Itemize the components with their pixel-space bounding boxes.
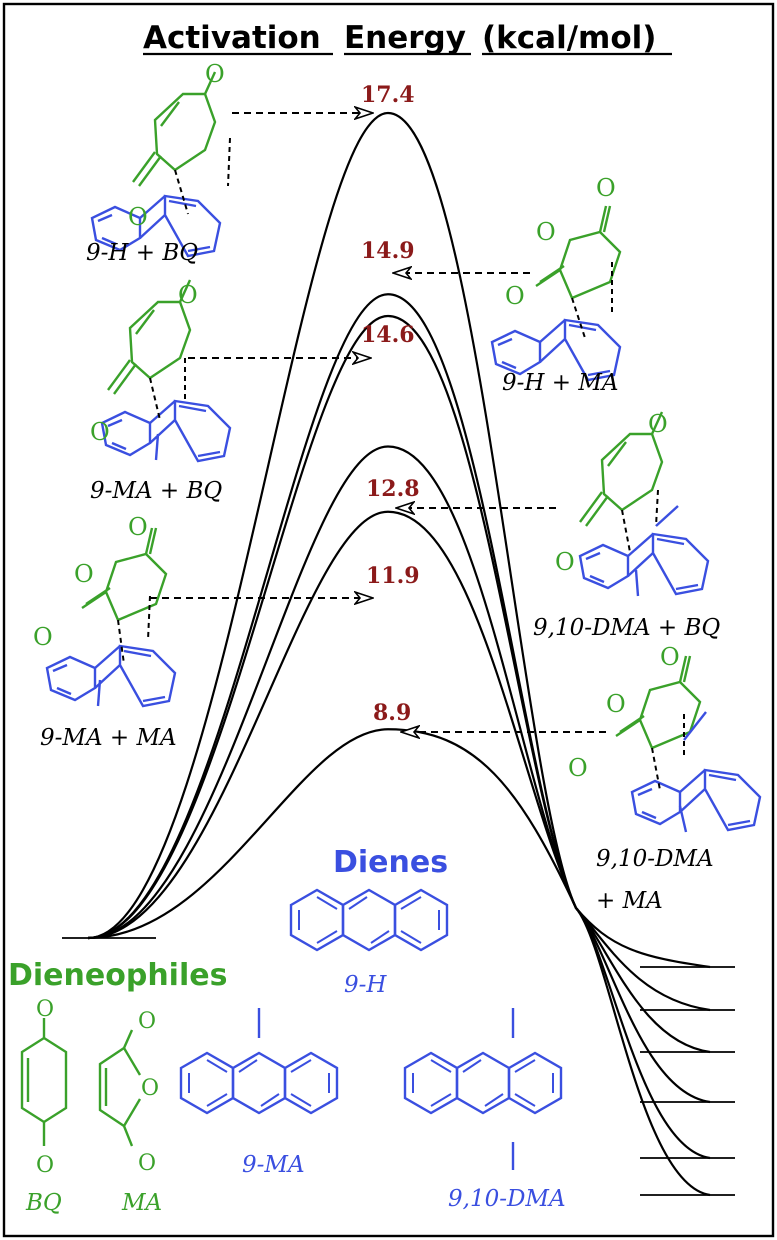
oxygen-atom: O <box>536 218 556 246</box>
oxygen-atom: O <box>660 643 680 671</box>
energy-curve-9-10-dma-ma <box>87 728 711 969</box>
energy-curve-9-h-bq <box>87 111 711 1197</box>
diene-label-9h: 9-H <box>344 972 387 998</box>
oxygen-atom: O <box>178 281 198 309</box>
structure-label-9ma-ma: 9-MA + MA <box>40 725 177 751</box>
structure-9ma-bq: O O 9-MA + BQ <box>90 278 232 504</box>
oxygen-atom: O <box>128 203 148 231</box>
dienophile-label-bq: BQ <box>25 1190 62 1216</box>
energy-curve-9-h-ma <box>87 293 711 1160</box>
energy-label-9ma-bq: 14.6 <box>361 322 415 348</box>
energy-label-9h-bq: 17.4 <box>361 82 415 108</box>
dienophiles-legend: Dieneophiles O O BQ O O O MA <box>8 958 227 1216</box>
energy-curve-9-10-dma-bq <box>87 445 711 1054</box>
oxygen-atom: O <box>555 548 575 576</box>
oxygen-atom: O <box>648 410 668 438</box>
anthracene-9ma <box>179 1051 339 1115</box>
oxygen-atom: O <box>36 997 54 1022</box>
dienes-legend: Dienes 9-H 9-MA 9,10-DMA <box>179 845 566 1212</box>
structure-dma-bq: O O 9,10-DMA + BQ <box>533 410 720 641</box>
oxygen-atom: O <box>606 690 626 718</box>
structure-9h-ma: O O O 9-H + MA <box>490 174 622 396</box>
structure-9ma-ma: O O O 9-MA + MA <box>33 513 177 751</box>
dienophiles-title: Dieneophiles <box>8 958 227 993</box>
energy-curve-9-ma-ma <box>87 510 711 1012</box>
ma-structure <box>98 1029 142 1147</box>
energy-label-dma-bq: 12.8 <box>366 476 420 502</box>
oxygen-atom: O <box>138 1151 156 1176</box>
anthracene-910dma <box>403 1051 563 1115</box>
structure-label-dma-bq: 9,10-DMA + BQ <box>533 615 720 641</box>
oxygen-atom: O <box>568 754 588 782</box>
oxygen-atom: O <box>128 513 148 541</box>
oxygen-atom: O <box>138 1009 156 1034</box>
oxygen-atom: O <box>33 623 53 651</box>
baselines <box>62 937 735 1196</box>
structure-9h-bq: O O 9-H + BQ <box>86 60 231 266</box>
structure-label-9ma-bq: 9-MA + BQ <box>90 478 222 504</box>
energy-label-dma-ma: 8.9 <box>373 700 411 726</box>
dashed-arrows <box>150 113 606 732</box>
title-units: (kcal/mol) <box>482 20 656 56</box>
dienes-title: Dienes <box>333 845 448 880</box>
structure-label-dma-ma-2: + MA <box>596 888 663 914</box>
oxygen-atom: O <box>205 60 225 88</box>
oxygen-atom: O <box>90 418 110 446</box>
energy-curves <box>87 111 711 1197</box>
diene-label-910dma: 9,10-DMA <box>448 1186 566 1212</box>
oxygen-atom: O <box>74 560 94 588</box>
oxygen-atom: O <box>596 174 616 202</box>
structure-label-9h-bq: 9-H + BQ <box>86 240 198 266</box>
title-energy: Energy <box>344 20 466 56</box>
energy-label-9h-ma: 14.9 <box>361 238 415 264</box>
bq-structure <box>20 1018 68 1146</box>
structure-dma-ma: O O O 9,10-DMA + MA <box>568 643 762 914</box>
diene-label-9ma: 9-MA <box>242 1152 305 1178</box>
oxygen-atom: O <box>505 282 525 310</box>
dienophile-label-ma: MA <box>121 1190 162 1216</box>
diagram-title: Activation Energy (kcal/mol) <box>143 20 672 56</box>
structure-label-9h-ma: 9-H + MA <box>502 370 619 396</box>
title-activation: Activation <box>143 20 321 56</box>
energy-curve-9-ma-bq <box>87 314 711 1104</box>
energy-label-9ma-ma: 11.9 <box>366 563 420 589</box>
energy-labels: 17.4 14.9 14.6 12.8 11.9 8.9 <box>361 82 420 726</box>
structure-label-dma-ma-1: 9,10-DMA <box>596 846 714 872</box>
anthracene-9h <box>289 888 449 952</box>
oxygen-atom: O <box>36 1153 54 1178</box>
oxygen-atom: O <box>141 1076 159 1101</box>
